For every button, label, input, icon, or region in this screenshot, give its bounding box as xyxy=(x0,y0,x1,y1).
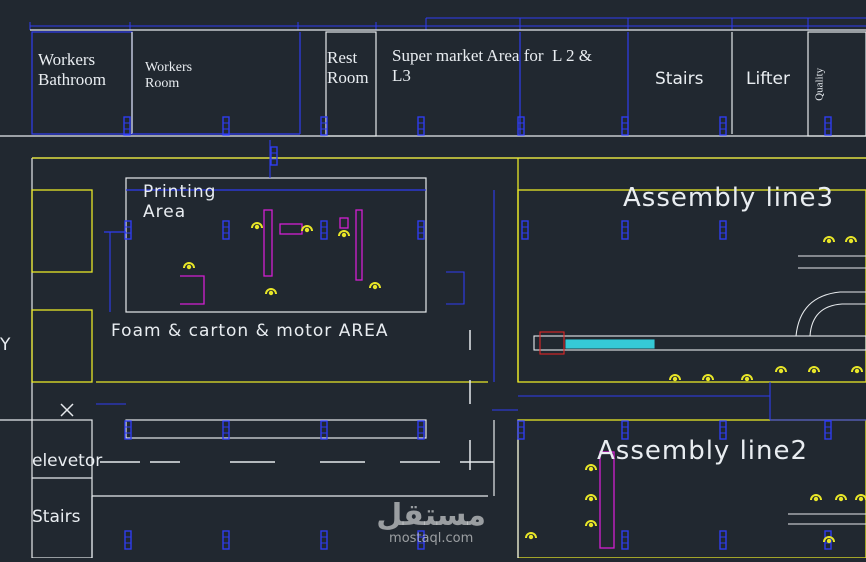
supermarket-label: Super market Area for L 2 & L3 xyxy=(392,46,592,85)
workers-bathroom-label: Workers Bathroom xyxy=(38,50,106,89)
stairs-top-label: Stairs xyxy=(655,69,704,89)
rest-room-label: Rest Room xyxy=(327,48,369,87)
assembly-line3-label: Assembly line3 xyxy=(623,183,835,213)
printing-area-label: Printing Area xyxy=(143,182,217,222)
watermark-logo: مستقل mostaql.com xyxy=(376,498,486,547)
edge-letter-label: Y xyxy=(0,335,11,355)
quality-label: Quality xyxy=(813,67,826,101)
top-dimension-line xyxy=(29,17,866,30)
printing-machines xyxy=(180,209,615,549)
printing-area-outline xyxy=(104,177,427,313)
center-dashed-line xyxy=(100,330,494,470)
assembly-line3-conveyor xyxy=(533,255,866,525)
cross-mark xyxy=(60,403,74,417)
stairs-bottom-label: Stairs xyxy=(32,507,81,527)
corridors xyxy=(0,135,866,420)
elevator-label: elevetor xyxy=(32,451,103,471)
assembly-line2-label: Assembly line2 xyxy=(597,436,809,466)
lifter-label: Lifter xyxy=(746,69,790,89)
side-walls-white xyxy=(493,420,519,558)
watermark-latin: mostaql.com xyxy=(389,531,474,546)
side-walls xyxy=(96,140,866,421)
lower-corridor xyxy=(0,419,488,559)
worker-symbols xyxy=(183,222,866,545)
workers-room-label: Workers Room xyxy=(145,60,193,92)
foam-carton-motor-area-label: Foam & carton & motor AREA xyxy=(111,321,389,341)
watermark-arabic: مستقل xyxy=(376,498,486,533)
